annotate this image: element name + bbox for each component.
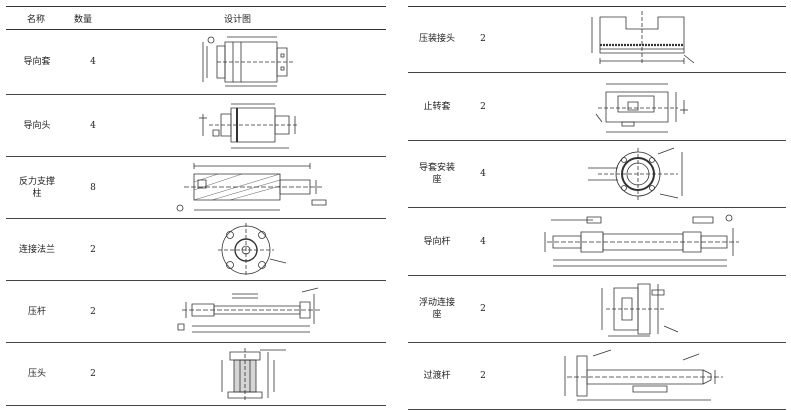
part-name: 导向套 (23, 57, 51, 67)
table-row: 导向头 4 (6, 95, 386, 157)
anti-rotation-sleeve-drawing-icon (500, 73, 786, 140)
guide-rod-drawing-icon (500, 208, 786, 275)
table-row: 浮动连接座 2 (408, 276, 786, 343)
table-row: 过渡杆 2 (408, 343, 786, 410)
table-row: 反力支撑柱 8 (6, 157, 386, 219)
part-qty: 2 (480, 34, 486, 44)
table-row: 导向杆 4 (408, 208, 786, 276)
table-row: 压杆 2 (6, 281, 386, 343)
header-qty: 数量 (74, 15, 93, 25)
table-row: 止转套 2 (408, 73, 786, 141)
table-row: 压装接头 2 (408, 6, 786, 73)
table-row: 导套安装座 4 (408, 141, 786, 208)
part-name: 压杆 (27, 306, 46, 317)
part-qty: 4 (90, 120, 96, 131)
part-name: 导向头 (23, 120, 51, 131)
part-qty: 4 (480, 169, 486, 179)
part-name: 过渡杆 (423, 371, 451, 381)
part-name: 反力支撑柱 (18, 176, 55, 199)
header-name: 名称 (27, 15, 46, 25)
table-header: 名称 数量 设计图 (6, 6, 386, 30)
part-name: 连接法兰 (18, 244, 55, 255)
press-fit-joint-drawing-icon (500, 6, 786, 72)
header-design: 设计图 (224, 15, 252, 25)
table-row: 连接法兰 2 (6, 219, 386, 281)
part-qty: 2 (90, 244, 96, 255)
part-qty: 2 (90, 369, 96, 379)
part-qty: 2 (90, 306, 96, 317)
table-row: 压头 2 (6, 343, 386, 406)
guide-sleeve-mount-drawing-icon (500, 141, 786, 207)
part-qty: 2 (480, 371, 486, 381)
connecting-flange-drawing-icon (118, 219, 386, 280)
press-head-drawing-icon (118, 343, 386, 405)
right-parts-table: 压装接头 2 止转套 2 (408, 6, 786, 410)
part-name: 压装接头 (418, 34, 455, 44)
guide-sleeve-drawing-icon (118, 30, 386, 94)
part-name: 导套安装座 (418, 163, 455, 185)
part-qty: 8 (90, 182, 96, 193)
part-name: 止转套 (423, 101, 451, 112)
part-name: 导向杆 (423, 236, 451, 247)
floating-connection-seat-drawing-icon (500, 276, 786, 342)
part-qty: 2 (480, 101, 486, 112)
reaction-support-column-drawing-icon (118, 157, 386, 218)
part-qty: 4 (90, 57, 96, 67)
part-name: 浮动连接座 (418, 298, 455, 320)
guide-head-drawing-icon (118, 95, 386, 156)
part-name: 压头 (27, 369, 46, 379)
transition-rod-drawing-icon (500, 343, 786, 409)
table-row: 导向套 4 (6, 30, 386, 95)
part-qty: 2 (480, 304, 486, 314)
part-qty: 4 (480, 236, 486, 247)
left-parts-table: 名称 数量 设计图 导向套 4 导 (6, 6, 386, 406)
press-rod-drawing-icon (118, 281, 386, 342)
